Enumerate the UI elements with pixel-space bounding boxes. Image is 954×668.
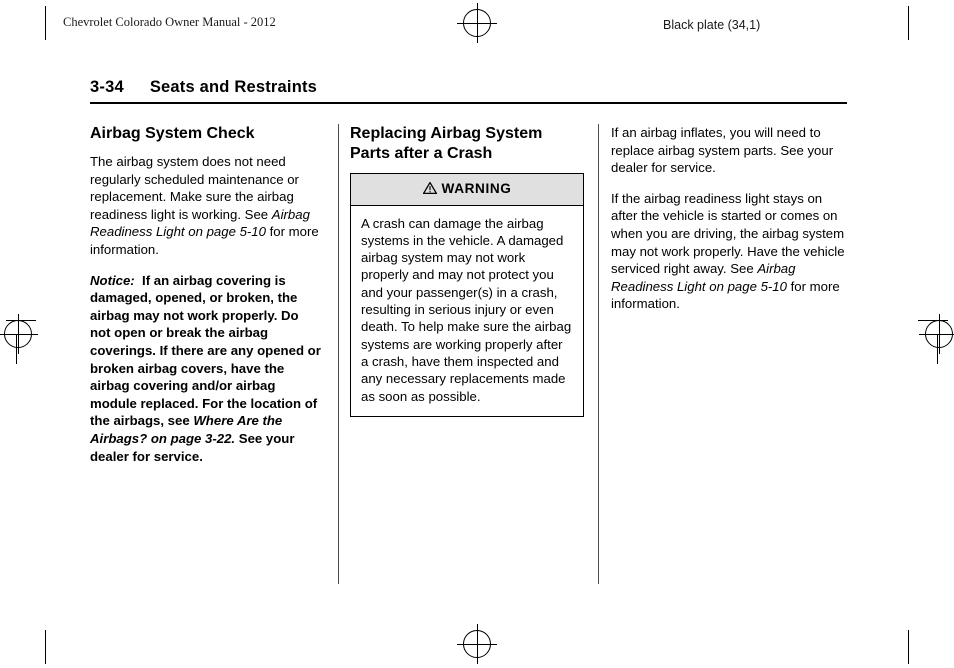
paragraph-text-end: for more information. <box>611 278 840 312</box>
page-title-block: 3-34 Seats and Restraints <box>90 78 847 104</box>
registration-mark-left <box>0 314 38 354</box>
crop-mark-bottom-left <box>45 630 46 664</box>
warning-triangle-icon <box>422 182 437 194</box>
heading-replacing-airbag-parts: Replacing Airbag System Parts after a Cr… <box>350 125 543 162</box>
warning-text: A crash can damage the airbag systems in… <box>361 215 572 404</box>
crop-mark-top-right <box>908 6 909 40</box>
paragraph-readiness-light: If the airbag readiness light stays on a… <box>611 190 847 313</box>
crop-mark-top-left <box>45 6 46 40</box>
notice-cross-reference: Where Are the Airbags? on page 3-22. <box>90 413 283 446</box>
warning-header: WARNING <box>351 174 583 206</box>
page-title: Seats and Restraints <box>149 78 318 96</box>
paragraph-text-end: for more information. <box>90 224 319 257</box>
column-left: Airbag System Check The airbag system do… <box>90 124 321 465</box>
column-divider-1 <box>338 124 339 584</box>
paragraph-text: The airbag system does not need regularl… <box>90 154 299 222</box>
notice-spacer <box>135 273 142 288</box>
registration-mark-bottom <box>457 624 497 664</box>
crop-tick-right <box>937 334 938 364</box>
column-divider-2 <box>598 124 599 584</box>
registration-mark-right <box>919 314 954 354</box>
heading-airbag-system-check: Airbag System Check <box>90 125 255 142</box>
title-rule <box>90 102 847 104</box>
manual-title: Chevrolet Colorado Owner Manual - 2012 <box>63 15 276 29</box>
column-right: If an airbag inflates, you will need to … <box>611 124 847 313</box>
cross-reference-link: Airbag Readiness Light on page 5-10 <box>90 206 310 240</box>
paragraph-airbag-inflates: If an airbag inflates, you will need to … <box>611 125 834 176</box>
registration-mark-top <box>457 3 497 43</box>
paragraph-airbag-check: The airbag system does not need regularl… <box>90 153 321 259</box>
notice-text-end: See your dealer for service. <box>90 430 295 464</box>
notice-label: Notice: <box>90 272 135 288</box>
column-middle: Replacing Airbag System Parts after a Cr… <box>350 124 586 417</box>
warning-label: WARNING <box>441 181 512 196</box>
paragraph-notice: Notice: If an airbag covering is damaged… <box>90 272 321 466</box>
page-number: 3-34 <box>90 78 124 96</box>
crop-tick-left <box>16 334 17 364</box>
warning-box: WARNING A crash can damage the airbag sy… <box>350 173 584 417</box>
cross-reference-link: Airbag Readiness Light on page 5-10 <box>611 261 796 294</box>
crop-mark-bottom-right <box>908 630 909 664</box>
notice-text: If an airbag covering is damaged, opened… <box>90 272 321 429</box>
black-plate-marker: Black plate (34,1) <box>663 18 761 32</box>
paragraph-text: If the airbag readiness light stays on a… <box>611 190 845 277</box>
